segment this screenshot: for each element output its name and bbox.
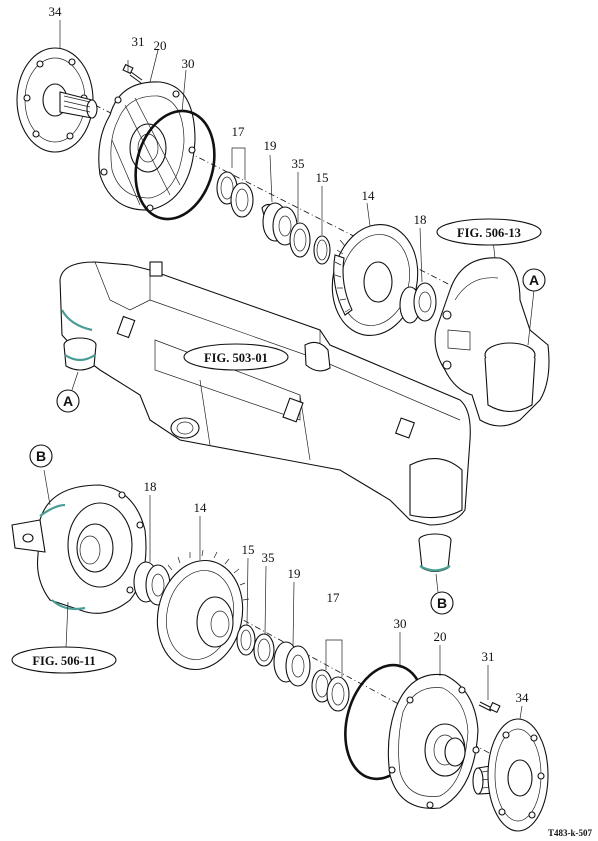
part-35-shim-top bbox=[289, 222, 311, 258]
marker-a-right bbox=[522, 268, 546, 292]
axle-housing bbox=[59, 261, 471, 573]
label-15-top: 15 bbox=[316, 170, 329, 185]
part-15-ring-top bbox=[313, 235, 331, 265]
label-19-bottom: 19 bbox=[288, 566, 301, 581]
part-34-flange-top bbox=[16, 47, 98, 153]
fig-506-13-label: FIG. 506-13 bbox=[457, 226, 521, 240]
fig-503-01-oval[interactable] bbox=[183, 343, 289, 371]
label-14-bottom: 14 bbox=[194, 500, 208, 515]
part-18-bearing-top bbox=[399, 227, 437, 324]
part-35-shim-bottom bbox=[253, 633, 275, 667]
label-35-bottom: 35 bbox=[262, 550, 275, 565]
part-20-hub-cover-top bbox=[98, 49, 196, 212]
drawing-code: T483-k-507 bbox=[548, 828, 593, 838]
part-14-bevel-gear-top bbox=[331, 202, 419, 337]
fig-506-11-label: FIG. 506-11 bbox=[32, 654, 95, 668]
label-17-bottom: 17 bbox=[327, 590, 341, 605]
part-17-seals-top bbox=[216, 147, 254, 218]
part-20-hub-cover-bottom bbox=[387, 645, 480, 809]
part-30-oring-top bbox=[134, 109, 216, 221]
label-14-top: 14 bbox=[362, 188, 376, 203]
part-31-bolt-top bbox=[122, 60, 143, 84]
fig-503-01-label: FIG. 503-01 bbox=[204, 351, 268, 365]
marker-a-right-text: A bbox=[529, 272, 539, 288]
fig-506-11-oval[interactable] bbox=[11, 646, 117, 674]
part-34-flange-bottom bbox=[472, 705, 549, 832]
fig-506-13-oval[interactable] bbox=[436, 218, 542, 246]
label-30-top: 30 bbox=[182, 56, 195, 71]
label-34-top: 34 bbox=[49, 4, 63, 19]
steering-knuckle-left bbox=[11, 469, 147, 649]
marker-b-left bbox=[29, 444, 53, 468]
label-15-bottom: 15 bbox=[242, 542, 255, 557]
part-19-bearing-bottom bbox=[273, 581, 311, 687]
part-15-ring-bottom bbox=[236, 624, 256, 656]
steering-knuckle-right bbox=[434, 239, 550, 427]
label-35-top: 35 bbox=[292, 156, 305, 171]
label-30-bottom: 30 bbox=[394, 616, 407, 631]
part-14-bevel-gear-bottom bbox=[156, 516, 250, 671]
label-20-bottom: 20 bbox=[434, 629, 447, 644]
marker-b-right-text: B bbox=[437, 595, 447, 611]
label-31-bottom: 31 bbox=[482, 649, 495, 664]
marker-b-left-text: B bbox=[36, 448, 46, 464]
label-34-bottom: 34 bbox=[516, 690, 530, 705]
marker-b-right bbox=[430, 591, 454, 615]
label-18-top: 18 bbox=[414, 212, 427, 227]
label-19-top: 19 bbox=[264, 138, 277, 153]
part-17-seals-bottom bbox=[311, 639, 350, 712]
bottom-hub-assembly bbox=[11, 469, 549, 832]
figure-references: FIG. 506-13 FIG. 503-01 FIG. 506-11 bbox=[11, 218, 542, 674]
label-20-top: 20 bbox=[154, 38, 167, 53]
label-18-bottom: 18 bbox=[144, 479, 157, 494]
connection-markers: A A B B bbox=[29, 268, 546, 615]
part-31-bolt-bottom bbox=[478, 665, 501, 714]
label-31-top: 31 bbox=[132, 34, 145, 49]
top-hub-assembly bbox=[16, 47, 550, 427]
part-19-bearing-top bbox=[261, 154, 298, 246]
marker-a-left bbox=[56, 389, 80, 413]
marker-a-left-text: A bbox=[63, 393, 73, 409]
label-17-top: 17 bbox=[232, 124, 246, 139]
part-number-labels: 34 31 20 30 17 19 35 15 14 18 18 14 15 3… bbox=[49, 4, 530, 705]
